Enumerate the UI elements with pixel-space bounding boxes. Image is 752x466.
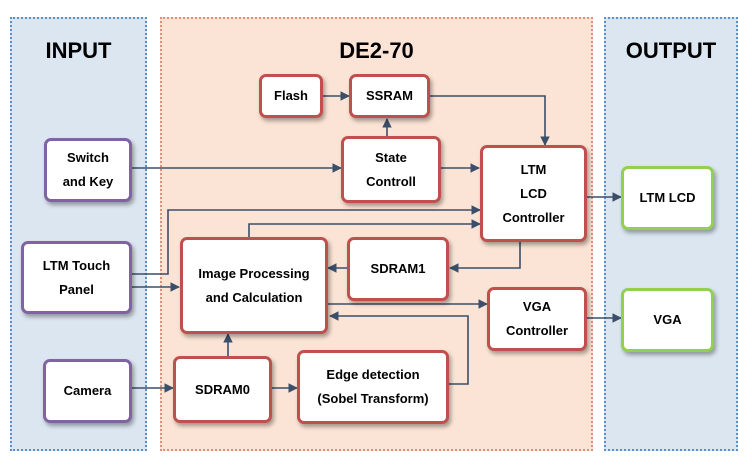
sdram1-block: SDRAM1 — [347, 237, 449, 301]
lcd-controller-to-sdram1-arrow — [449, 242, 521, 273]
vga-block: VGA — [621, 288, 714, 352]
output-panel-title: OUTPUT — [625, 38, 717, 63]
touch-to-lcd-controller-arrow — [131, 205, 481, 275]
ltm-lcd-block: LTM LCD — [621, 166, 714, 230]
ltm-touch-panel-block: LTM Touch Panel — [21, 241, 132, 314]
ssram-block: SSRAM — [349, 74, 430, 118]
switch-and-key-block: Switch and Key — [44, 138, 132, 202]
input-panel-title: INPUT — [45, 38, 112, 63]
image-processing-block: Image Processing and Calculation — [180, 237, 328, 334]
image-processing-to-lcd-controller-arrow — [248, 219, 481, 237]
edge-detection-block: Edge detection (Sobel Transform) — [297, 350, 449, 424]
de2-panel-title: DE2-70 — [339, 38, 414, 63]
flash-block: Flash — [259, 74, 323, 118]
vga-controller-block: VGA Controller — [487, 287, 587, 351]
output-panel: OUTPUT — [604, 17, 738, 451]
sdram0-block: SDRAM0 — [173, 356, 272, 423]
ssram-to-lcd-controller-arrow — [429, 95, 550, 146]
state-control-block: State Controll — [341, 136, 441, 203]
edge-detection-to-image-processing-arrow — [329, 311, 469, 385]
camera-block: Camera — [43, 359, 132, 423]
ltm-lcd-controller-block: LTM LCD Controller — [480, 145, 587, 242]
